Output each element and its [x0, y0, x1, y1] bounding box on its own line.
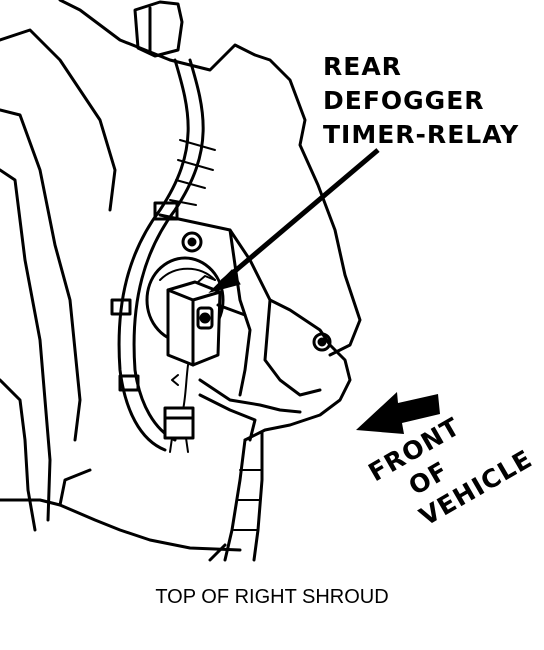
timer-relay	[166, 275, 247, 367]
figure-caption: TOP OF RIGHT SHROUD	[155, 586, 389, 608]
upper-trim-panel	[58, 0, 362, 357]
wiring-harness	[117, 58, 190, 452]
mounting-bracket	[158, 213, 352, 442]
callout-leader	[208, 148, 380, 293]
left-body-panel	[0, 28, 117, 212]
callout-line-2: DEFOGGER	[323, 86, 485, 115]
callout-line-3: TIMER-RELAY	[323, 120, 520, 149]
lead-wire	[182, 364, 189, 411]
upper-clip	[133, 0, 184, 58]
relay-connector	[163, 406, 195, 440]
callout-line-1: REAR	[323, 52, 402, 81]
front-arrow	[356, 392, 440, 434]
lower-pillar	[223, 438, 247, 562]
